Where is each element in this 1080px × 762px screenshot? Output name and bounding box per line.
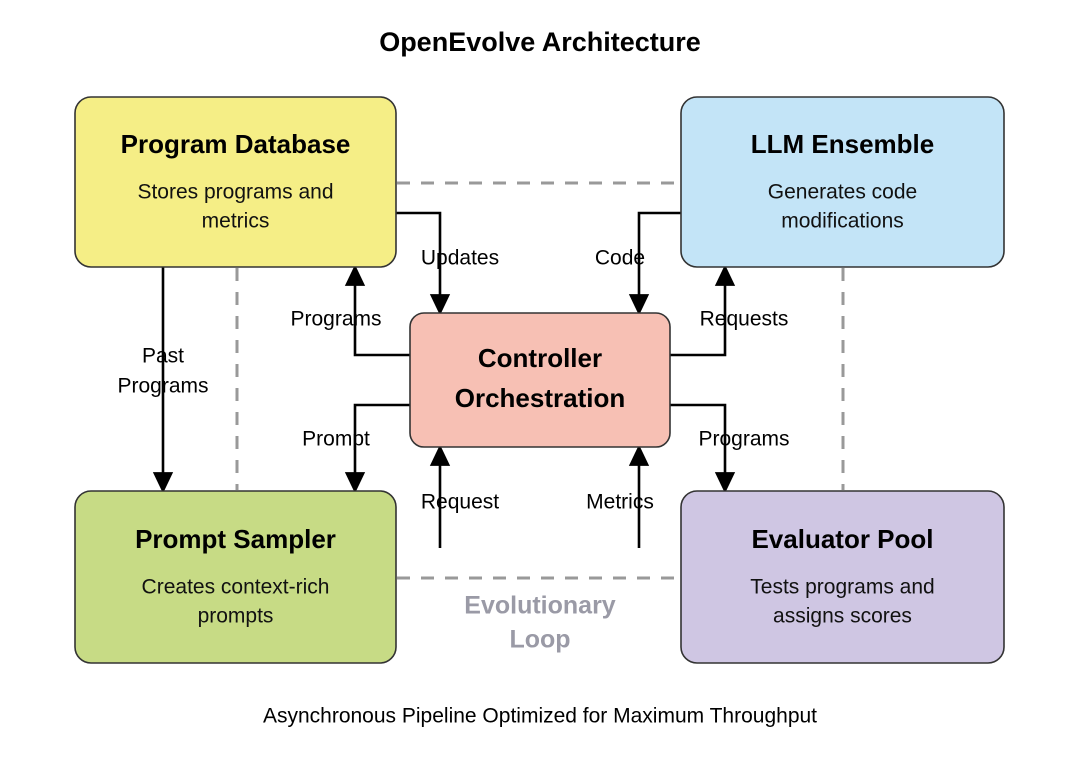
node-program-database[interactable]: Program Database Stores programs and met…	[74, 96, 397, 268]
evaluator-pool-title: Evaluator Pool	[751, 524, 933, 554]
evaluator-pool-subtitle-line2: assigns scores	[773, 605, 912, 628]
node-llm-ensemble[interactable]: LLM Ensemble Generates code modification…	[680, 96, 1005, 268]
page-title: OpenEvolve Architecture	[379, 27, 701, 57]
edge-past-programs: Past Programs	[117, 267, 209, 494]
controller-title-line1: Controller	[478, 343, 602, 373]
edge-updates-path	[396, 211, 451, 316]
program-database-shape[interactable]	[74, 96, 397, 268]
evaluator-pool-shape[interactable]	[680, 490, 1005, 664]
llm-ensemble-title: LLM Ensemble	[751, 129, 934, 159]
prompt-sampler-subtitle-line1: Creates context-rich	[142, 576, 330, 599]
edge-code: Code	[595, 211, 681, 316]
evaluator-pool-subtitle-line1: Tests programs and	[750, 576, 934, 599]
edge-requests-label: Requests	[700, 308, 789, 331]
edge-programs-up-label: Programs	[290, 308, 381, 331]
edge-requests-path	[670, 264, 736, 357]
llm-ensemble-shape[interactable]	[680, 96, 1005, 268]
evolutionary-loop-guides	[235, 181, 845, 580]
edge-programs-up-path	[344, 264, 410, 357]
edge-prompt-label: Prompt	[302, 428, 370, 451]
page-caption: Asynchronous Pipeline Optimized for Maxi…	[263, 705, 817, 728]
edge-programs-up: Programs	[290, 264, 410, 357]
edge-past-programs-label-line1: Past	[142, 345, 184, 368]
node-evaluator-pool[interactable]: Evaluator Pool Tests programs and assign…	[680, 490, 1005, 664]
edge-past-programs-label-line2: Programs	[117, 375, 208, 398]
evolutionary-loop-label-line1: Evolutionary	[464, 592, 616, 620]
edge-updates: Updates	[396, 211, 499, 316]
llm-ensemble-subtitle-line2: modifications	[781, 210, 904, 233]
prompt-sampler-subtitle-line2: prompts	[198, 605, 274, 628]
program-database-subtitle-line1: Stores programs and	[137, 181, 333, 204]
edge-code-label: Code	[595, 247, 645, 270]
evolutionary-loop-label-line2: Loop	[509, 626, 570, 654]
program-database-subtitle-line2: metrics	[202, 210, 270, 233]
prompt-sampler-title: Prompt Sampler	[135, 524, 336, 554]
edge-requests: Requests	[670, 264, 789, 357]
node-prompt-sampler[interactable]: Prompt Sampler Creates context-rich prom…	[74, 490, 397, 664]
edge-request-label: Request	[421, 491, 499, 514]
edge-code-path	[628, 211, 681, 316]
edge-request: Request	[421, 444, 499, 548]
node-controller-orchestration[interactable]: Controller Orchestration	[409, 312, 671, 448]
controller-shape[interactable]	[409, 312, 671, 448]
edge-metrics-label: Metrics	[586, 491, 654, 514]
edge-programs-down: Programs	[670, 403, 790, 494]
edge-programs-down-path	[670, 403, 736, 494]
llm-ensemble-subtitle-line1: Generates code	[768, 181, 917, 204]
edge-programs-down-label: Programs	[698, 428, 789, 451]
edge-updates-label: Updates	[421, 247, 499, 270]
prompt-sampler-shape[interactable]	[74, 490, 397, 664]
edge-prompt: Prompt	[302, 403, 410, 494]
controller-title-line2: Orchestration	[455, 383, 626, 413]
program-database-title: Program Database	[121, 129, 351, 159]
edge-metrics: Metrics	[586, 444, 654, 548]
edge-prompt-path	[344, 403, 410, 494]
